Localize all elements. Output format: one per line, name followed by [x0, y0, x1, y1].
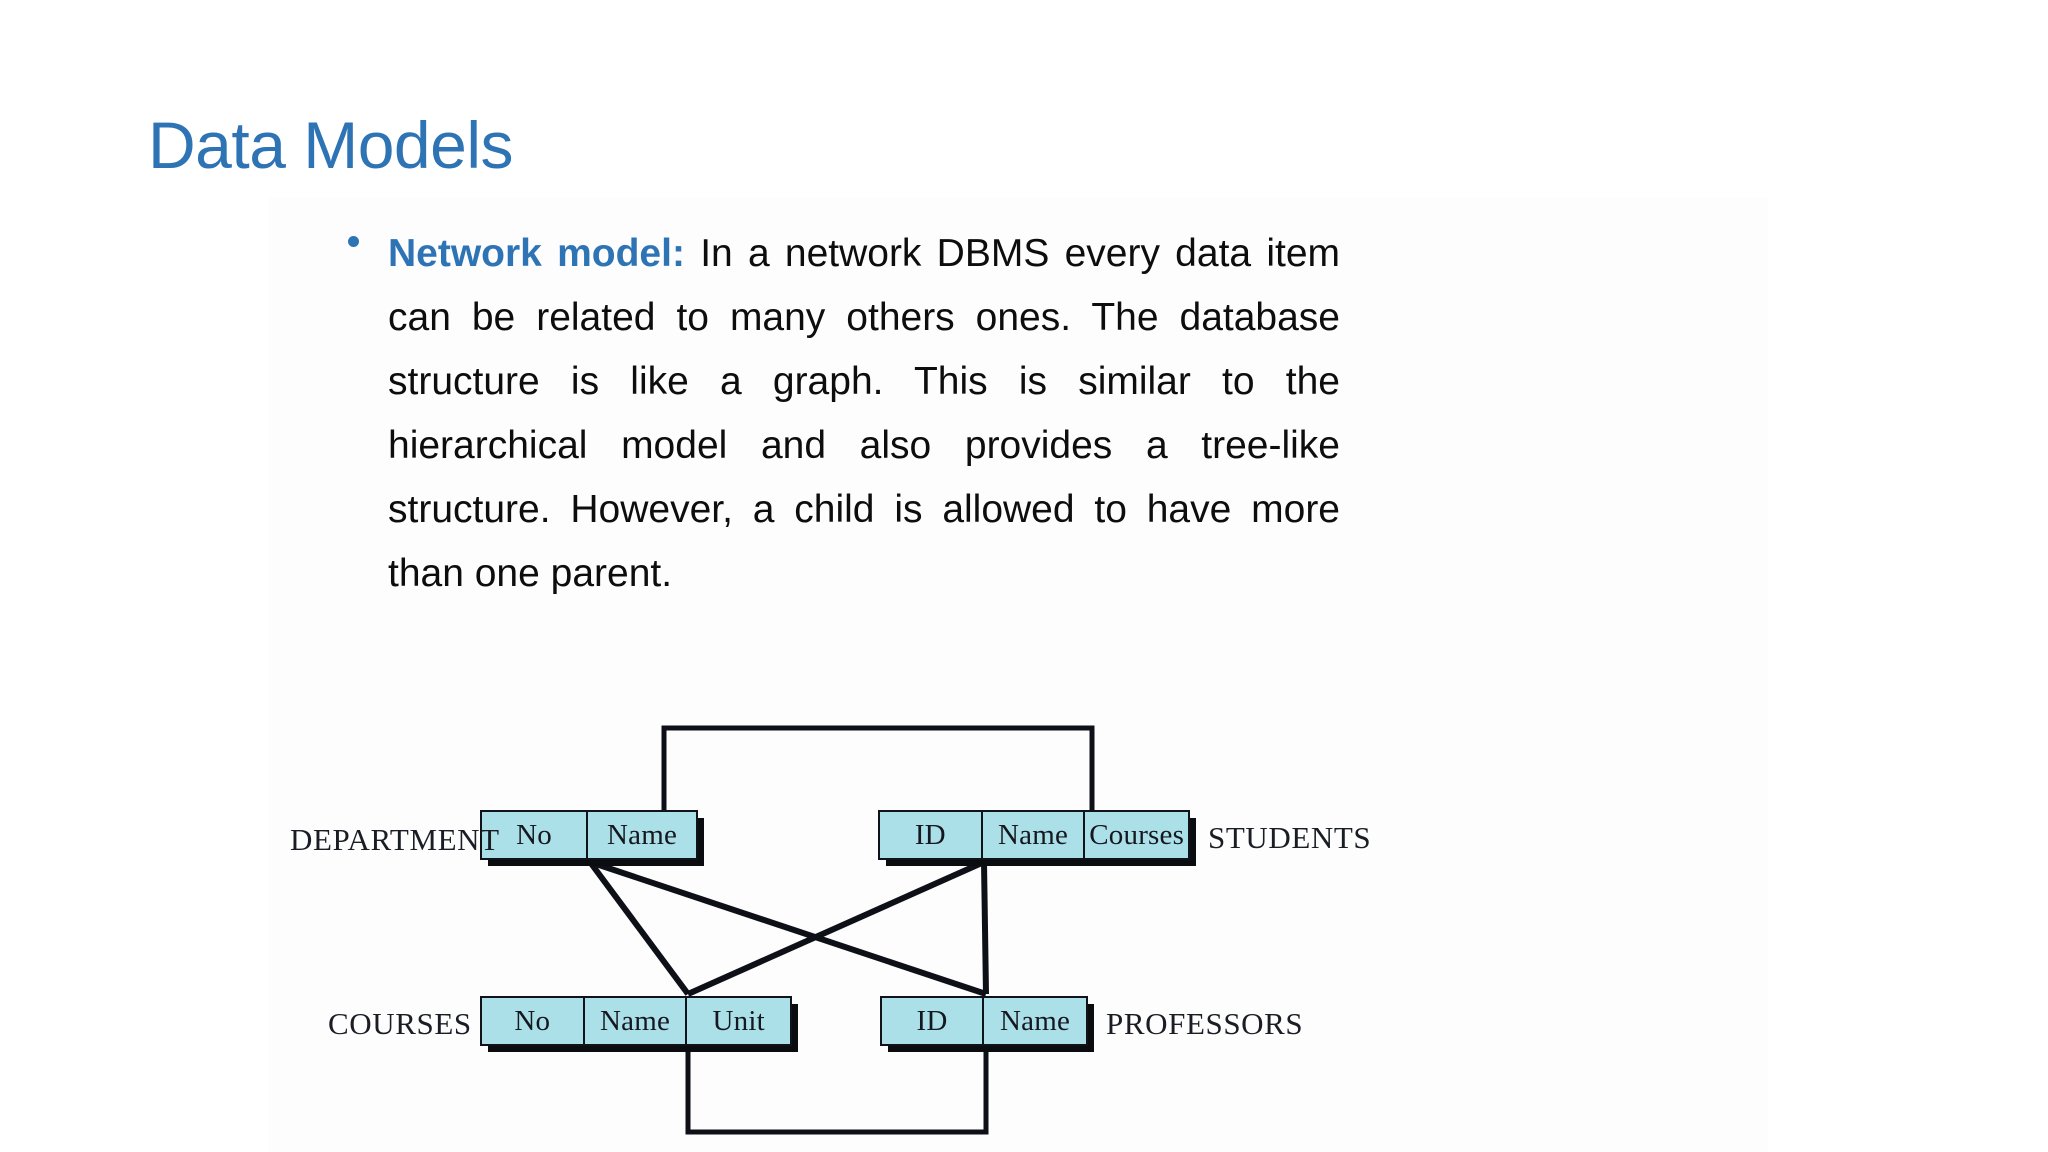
field-students-id: ID — [880, 812, 983, 858]
entity-label-department: DEPARTMENT — [290, 822, 500, 857]
entity-box-department: No Name — [480, 810, 698, 860]
link-department-professors — [589, 859, 987, 997]
entity-box-students: ID Name Courses — [878, 810, 1190, 860]
content-panel — [268, 198, 1768, 1152]
field-students-courses: Courses — [1089, 818, 1185, 851]
page-title: Data Models — [148, 108, 514, 182]
link-students-courses — [686, 859, 986, 997]
bullet-body-text: In a network DBMS every data item can be… — [388, 232, 1341, 595]
entity-label-students: STUDENTS — [1208, 820, 1372, 855]
entity-label-professors: PROFESSORS — [1106, 1006, 1304, 1041]
field-courses-no: No — [482, 998, 585, 1044]
entity-box-courses: No Name Unit — [480, 996, 792, 1046]
bullet-lead-label: Network model: — [388, 232, 685, 275]
field-professors-id: ID — [882, 998, 985, 1044]
link-students-professors — [981, 861, 989, 995]
network-model-diagram: DEPARTMENT No Name ID Name Courses STUDE… — [268, 700, 1768, 1152]
entity-box-professors: ID Name — [880, 996, 1088, 1046]
field-department-no: No — [482, 812, 589, 858]
list-item: Network model: In a network DBMS every d… — [340, 222, 1340, 606]
field-department-name: Name — [606, 818, 678, 851]
link-courses-professors — [685, 1046, 989, 1135]
link-department-courses — [587, 860, 691, 996]
field-professors-name: Name — [999, 1004, 1071, 1037]
field-courses-name: Name — [585, 998, 688, 1044]
field-students-name: Name — [983, 812, 1086, 858]
body-content: Network model: In a network DBMS every d… — [340, 222, 1340, 606]
entity-label-courses: COURSES — [328, 1006, 472, 1041]
bullet-paragraph: Network model: In a network DBMS every d… — [388, 222, 1340, 606]
bullet-dot-icon — [348, 236, 359, 247]
link-department-students — [661, 725, 1095, 810]
field-courses-unit: Unit — [712, 1004, 765, 1037]
diagram-connectors — [587, 725, 1095, 1135]
